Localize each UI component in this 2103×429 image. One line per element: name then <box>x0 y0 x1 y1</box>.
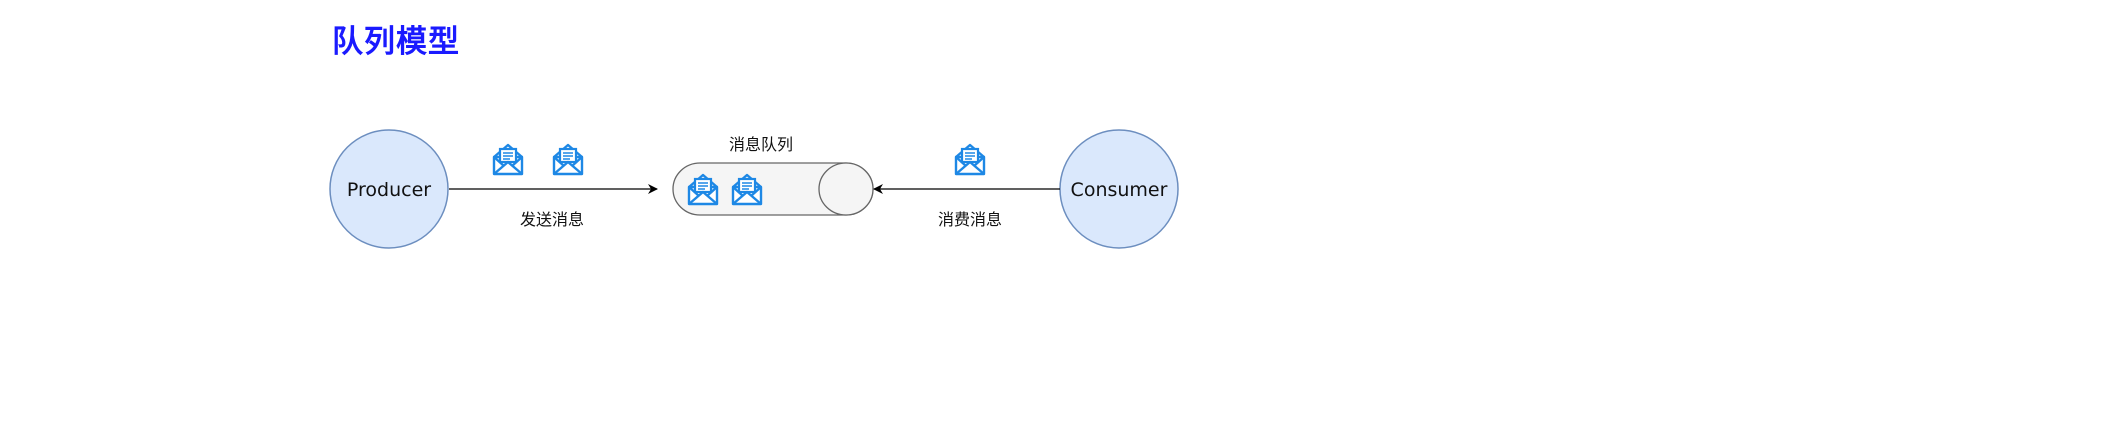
producer-label: Producer <box>347 179 431 201</box>
message-envelope-icon <box>954 143 986 176</box>
producer-node <box>329 129 449 249</box>
diagram-title: 队列模型 <box>332 24 460 60</box>
consume-message-label: 消费消息 <box>938 210 1002 229</box>
message-envelope-icon <box>552 143 584 176</box>
send-message-label: 发送消息 <box>520 210 584 229</box>
consumer-label: Consumer <box>1071 179 1168 201</box>
message-envelope-icon <box>492 143 524 176</box>
queue-model-diagram: Producer Consumer 消息队列 发送消息 消费消息 <box>329 129 1179 249</box>
queue-label: 消息队列 <box>729 135 793 154</box>
